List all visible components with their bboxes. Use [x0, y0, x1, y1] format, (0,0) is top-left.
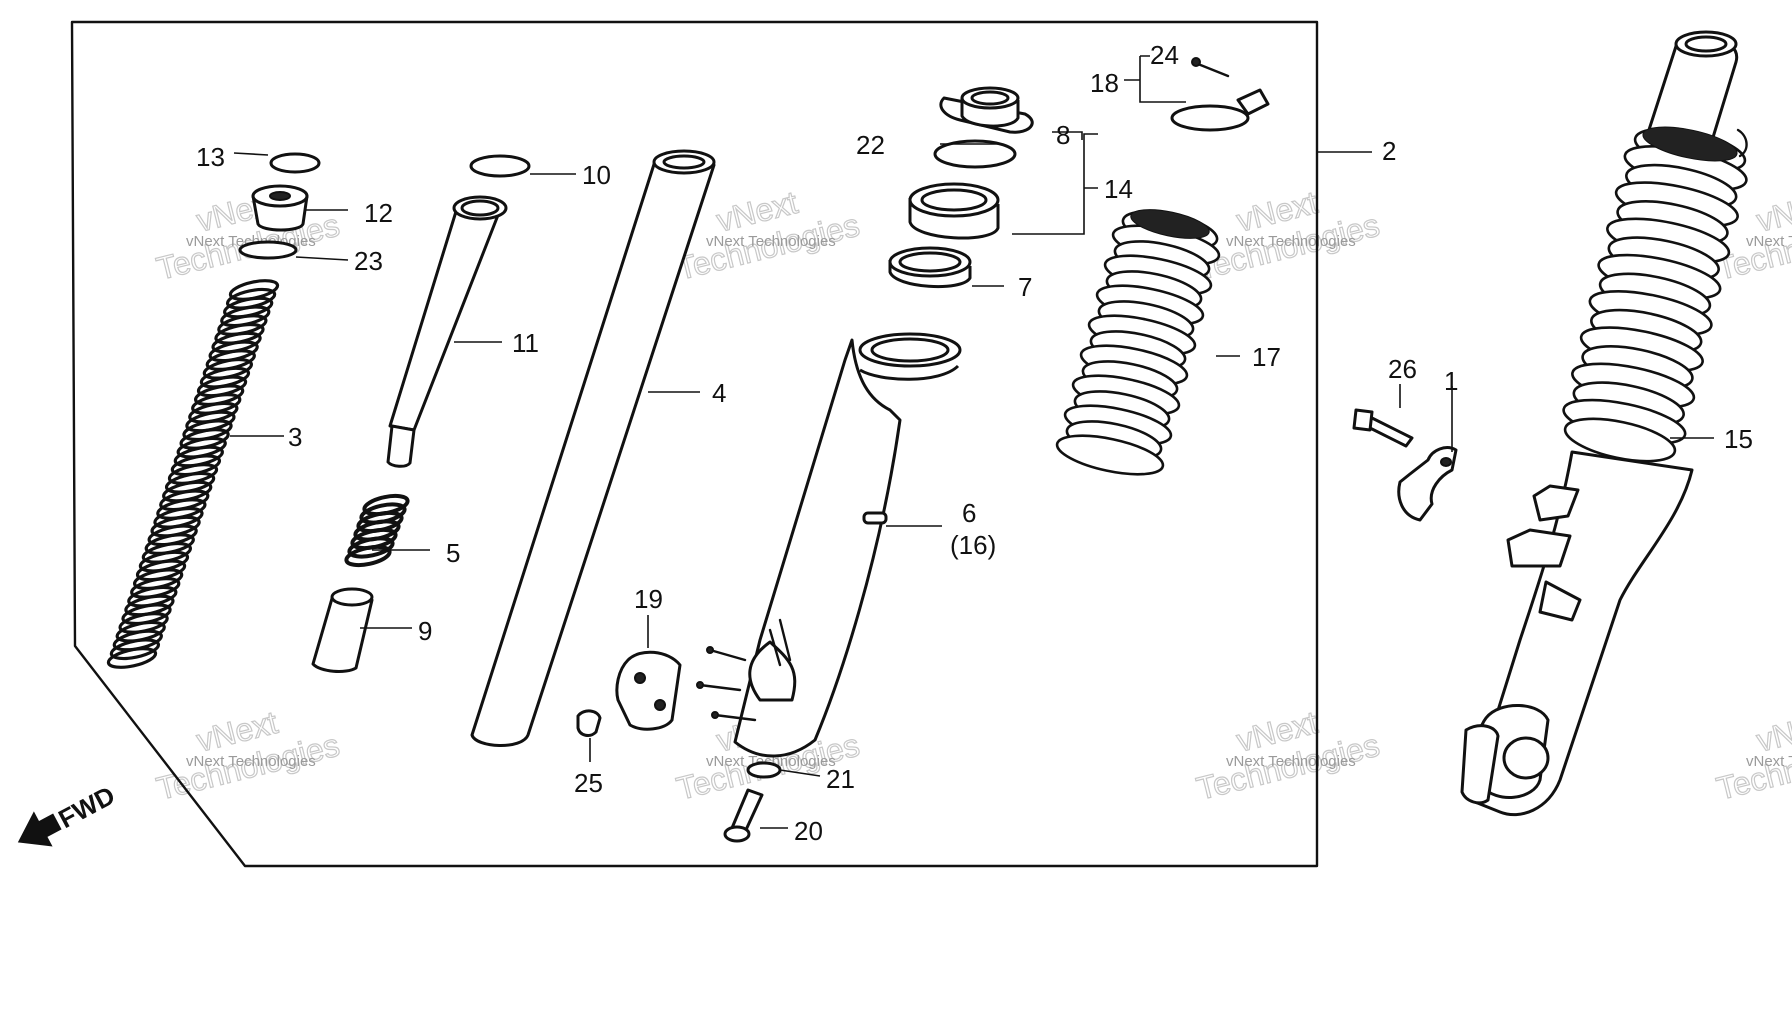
part-18-boot-band	[1170, 88, 1270, 132]
svg-text:vNext Technologies: vNext Technologies	[706, 753, 836, 770]
svg-text:vNext Technologies: vNext Technologies	[706, 233, 836, 250]
leader-13	[233, 152, 269, 156]
part-12-cap	[251, 184, 309, 232]
leader-21	[779, 769, 821, 777]
svg-text:vNext Technologies: vNext Technologies	[1226, 753, 1356, 770]
svg-text:vNext: vNext	[1753, 704, 1792, 759]
watermark-1: vNext Technologies vNext Technologies	[152, 183, 343, 287]
fwd-arrow-icon	[17, 811, 62, 847]
label-15: 15	[1724, 424, 1753, 454]
watermark-8: vNext Technologies vNext Technologies	[1712, 703, 1792, 807]
part-21-washer	[746, 761, 782, 779]
label-20: 20	[794, 816, 823, 846]
part-24-screw	[1191, 57, 1230, 78]
part-3-spring	[106, 279, 280, 669]
part-15-fork-assembly	[1460, 30, 1748, 817]
part-5-rebound-spring	[344, 493, 410, 568]
fwd-label: FWD	[53, 780, 119, 834]
part-25-nut	[576, 709, 602, 737]
label-24: 24	[1150, 40, 1179, 70]
label-11: 11	[512, 328, 539, 358]
part-6-fork-slider	[696, 332, 962, 758]
part-26-bolt	[1352, 408, 1414, 448]
label-2: 2	[1382, 136, 1396, 166]
assembly-outline	[70, 20, 1319, 868]
part-17-fork-boot	[1055, 209, 1221, 476]
part-20-bolt	[723, 788, 764, 843]
part-8-dust-seal	[939, 86, 1034, 134]
svg-text:vNext Technologies: vNext Technologies	[1226, 233, 1356, 250]
label-7: 7	[1018, 272, 1032, 302]
svg-text:vNext Technologies: vNext Technologies	[186, 753, 316, 770]
label-12: 12	[364, 198, 393, 228]
label-8: 8	[1056, 120, 1070, 150]
leader-8-14	[1012, 131, 1098, 235]
leader-lines	[230, 55, 1714, 829]
label-14: 14	[1104, 174, 1133, 204]
fwd-arrow: FWD	[17, 780, 120, 847]
leader-18-24	[1124, 55, 1186, 103]
watermark-4: vNext Technologies vNext Technologies	[152, 703, 343, 807]
svg-text:vNext Technologies: vNext Technologies	[1746, 233, 1792, 250]
label-19: 19	[634, 584, 663, 614]
label-10: 10	[582, 160, 611, 190]
part-14-oil-seal	[908, 182, 1000, 240]
label-18: 18	[1090, 68, 1119, 98]
svg-text:vNext: vNext	[1753, 184, 1792, 239]
part-22-circlip	[933, 139, 1017, 169]
label-23: 23	[354, 246, 383, 276]
label-22: 22	[856, 130, 885, 160]
label-6-16: (16)	[950, 530, 996, 560]
part-23-o-ring	[238, 240, 298, 260]
watermark-3: vNext Technologies vNext Technologies	[1192, 183, 1383, 287]
leader-23	[295, 256, 349, 261]
part-4-fork-tube	[470, 149, 716, 747]
label-26: 26	[1388, 354, 1417, 384]
part-9-collar	[311, 587, 374, 673]
label-21: 21	[826, 764, 855, 794]
label-4: 4	[712, 378, 726, 408]
part-7-seal	[888, 246, 972, 288]
part-11-damper-rod	[386, 195, 508, 468]
label-5: 5	[446, 538, 460, 568]
label-6: 6	[962, 498, 976, 528]
part-labels: 13 12 23 3 10 11 4 5 9 6 (16) 19 25 20 2…	[196, 40, 1753, 846]
label-9: 9	[418, 616, 432, 646]
label-1: 1	[1444, 366, 1458, 396]
watermark-6: vNext Technologies vNext Technologies	[1192, 703, 1383, 807]
svg-text:vNext Technologies: vNext Technologies	[1746, 753, 1792, 770]
label-13: 13	[196, 142, 225, 172]
part-19-axle-holder	[615, 650, 682, 731]
part-10-ring	[469, 154, 531, 178]
label-17: 17	[1252, 342, 1281, 372]
part-1-clamp	[1397, 446, 1458, 522]
part-13-snap-ring	[269, 152, 321, 174]
label-25: 25	[574, 768, 603, 798]
label-3: 3	[288, 422, 302, 452]
